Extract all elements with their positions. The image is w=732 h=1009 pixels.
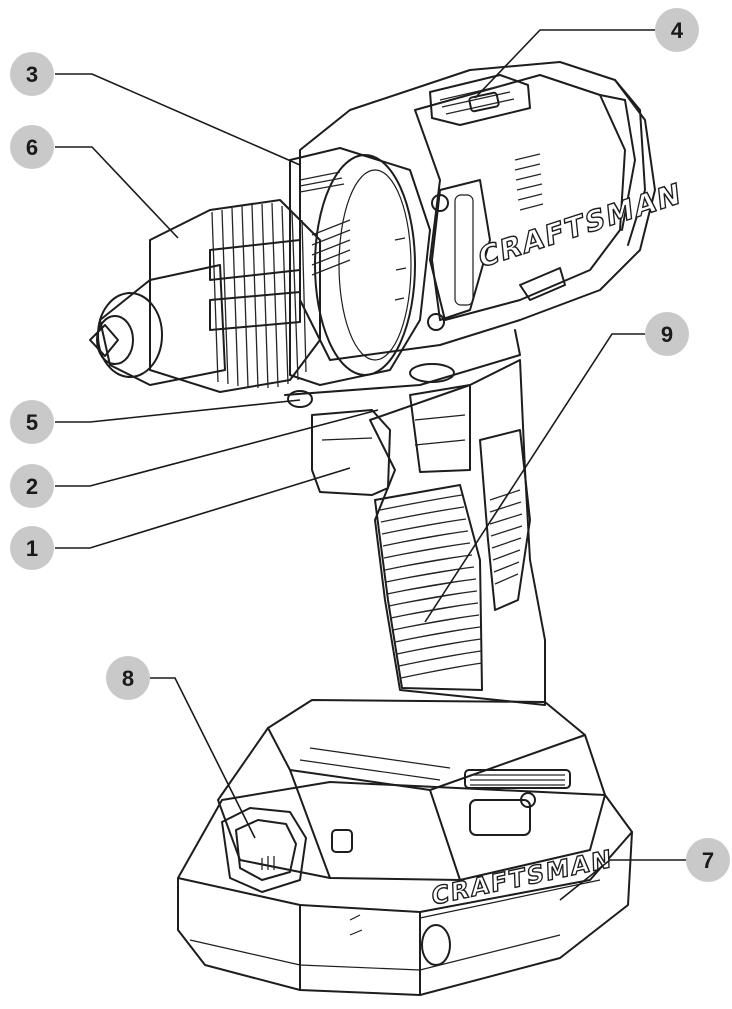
svg-text:7: 7 <box>702 848 714 873</box>
leader-8 <box>150 677 256 839</box>
callout-1: 1 <box>10 526 54 570</box>
clutch-collar <box>289 147 431 386</box>
callout-3: 3 <box>10 52 54 96</box>
svg-text:4: 4 <box>671 18 684 43</box>
callout-9: 9 <box>645 312 689 356</box>
callout-8: 8 <box>106 656 150 700</box>
housing-brand-logo: CRAFTSMAN <box>477 176 683 275</box>
trigger <box>311 409 391 496</box>
leader-2 <box>55 409 379 487</box>
leader-3 <box>55 73 301 166</box>
callout-2: 2 <box>10 464 54 508</box>
callout-7: 7 <box>686 838 730 882</box>
callout-6: 6 <box>10 125 54 169</box>
callout-5: 5 <box>10 400 54 444</box>
leader-9 <box>424 333 645 623</box>
leader-7 <box>559 859 690 901</box>
motor-housing: CRAFTSMAN <box>299 61 684 361</box>
svg-text:5: 5 <box>26 410 38 435</box>
svg-text:8: 8 <box>122 666 134 691</box>
leader-lines <box>55 29 690 901</box>
battery-pack: CRAFTSMAN <box>177 699 633 996</box>
leader-6 <box>55 146 179 239</box>
grip-texture <box>379 494 483 679</box>
svg-text:2: 2 <box>26 474 38 499</box>
gear-selector <box>429 74 531 126</box>
svg-text:9: 9 <box>661 322 673 347</box>
battery-brand-logo: CRAFTSMAN <box>431 844 613 911</box>
svg-text:6: 6 <box>26 135 38 160</box>
leader-5 <box>55 399 301 423</box>
leader-4 <box>474 29 655 99</box>
svg-text:1: 1 <box>26 536 38 561</box>
chuck <box>89 199 321 393</box>
callout-4: 4 <box>655 8 699 52</box>
svg-text:3: 3 <box>26 62 38 87</box>
handle <box>284 329 546 706</box>
leader-1 <box>55 467 351 549</box>
